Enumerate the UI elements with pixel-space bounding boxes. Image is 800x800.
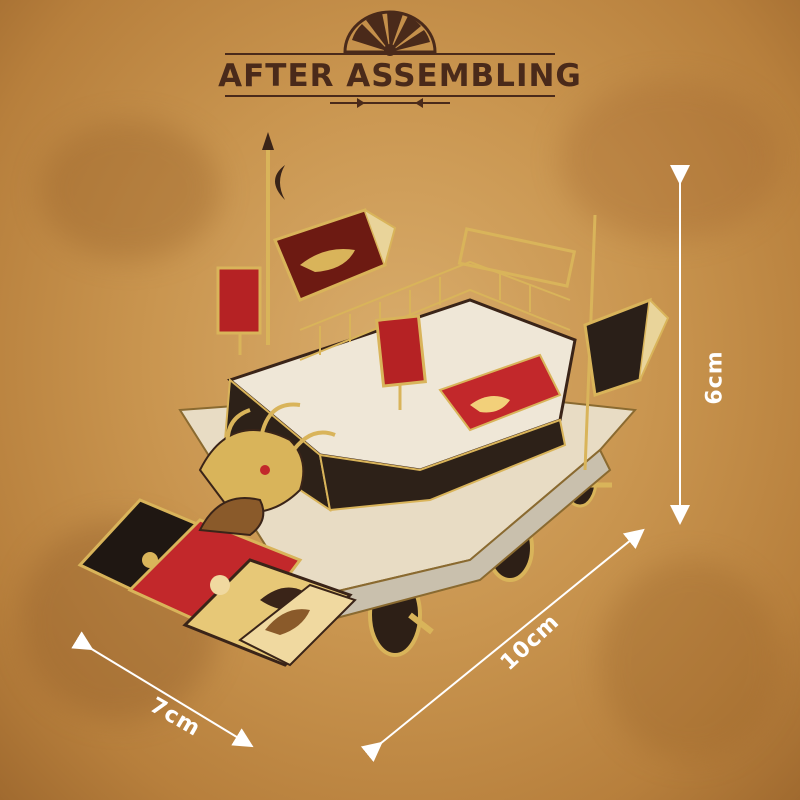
width-arrow — [71, 631, 254, 748]
banners — [216, 132, 670, 471]
dragon-head — [198, 402, 336, 537]
length-arrow — [360, 528, 645, 763]
page-title: AFTER ASSEMBLING — [218, 58, 582, 94]
